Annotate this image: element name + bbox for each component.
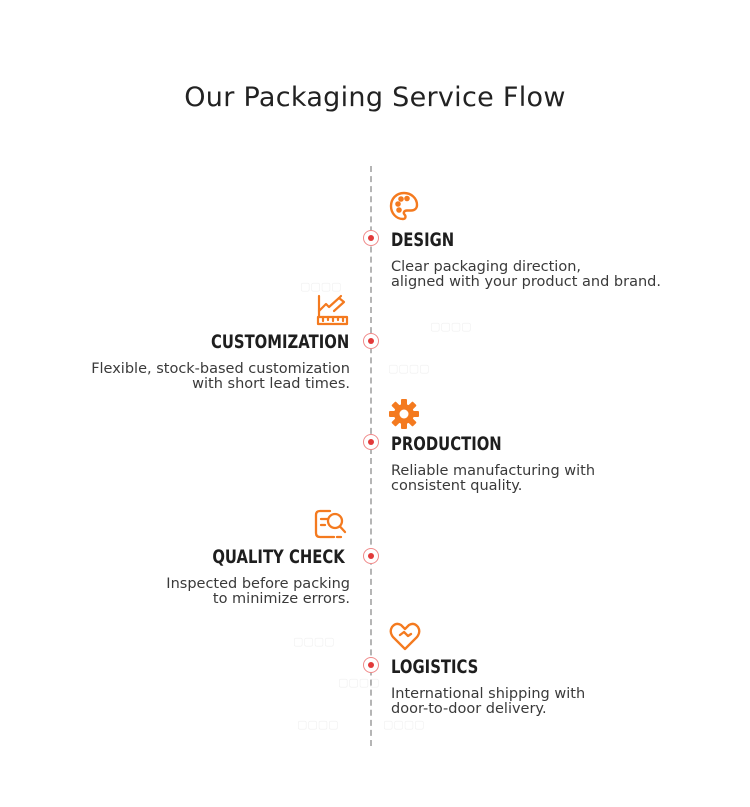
- watermark: ▢▢▢▢: [338, 676, 380, 689]
- description-line: Reliable manufacturing with: [391, 463, 596, 479]
- timeline-line: [370, 166, 372, 746]
- step-description: International shipping with door-to-door…: [391, 687, 585, 717]
- watermark: ▢▢▢▢: [383, 718, 425, 731]
- timeline-node: [363, 657, 379, 673]
- description-line: aligned with your product and brand.: [391, 274, 661, 290]
- description-line: Clear packaging direction,: [391, 259, 582, 275]
- step-title: CUSTOMIZATION: [210, 331, 349, 353]
- step-title: PRODUCTION: [391, 433, 502, 455]
- timeline-node: [363, 230, 379, 246]
- step-title: QUALITY CHECK: [212, 546, 345, 568]
- description-line: Inspected before packing: [166, 576, 350, 592]
- watermark: ▢▢▢▢: [297, 718, 339, 731]
- step-description: Reliable manufacturing with consistent q…: [391, 464, 595, 494]
- step-description: Inspected before packing to minimize err…: [166, 577, 350, 607]
- timeline-node: [363, 548, 379, 564]
- description-line: Flexible, stock-based customization: [91, 361, 350, 377]
- watermark: ▢▢▢▢: [430, 320, 472, 333]
- palette-icon: [388, 190, 422, 224]
- step-description: Flexible, stock-based customization with…: [91, 362, 350, 392]
- watermark: ▢▢▢▢: [300, 280, 342, 293]
- ruler-pencil-icon: [315, 293, 349, 327]
- watermark: ▢▢▢▢: [388, 362, 430, 375]
- description-line: to minimize errors.: [212, 591, 350, 607]
- description-line: with short lead times.: [192, 376, 350, 392]
- step-title: LOGISTICS: [391, 656, 479, 678]
- step-description: Clear packaging direction, aligned with …: [391, 260, 661, 290]
- page-title: Our Packaging Service Flow: [184, 82, 566, 113]
- step-title: DESIGN: [391, 229, 455, 251]
- description-line: International shipping with: [391, 686, 586, 702]
- description-line: door-to-door delivery.: [391, 701, 547, 717]
- timeline-node: [363, 333, 379, 349]
- timeline-node: [363, 434, 379, 450]
- description-line: consistent quality.: [391, 478, 523, 494]
- document-search-icon: [312, 507, 347, 541]
- heart-handshake-icon: [388, 620, 422, 654]
- gear-icon: [388, 398, 422, 432]
- watermark: ▢▢▢▢: [293, 635, 335, 648]
